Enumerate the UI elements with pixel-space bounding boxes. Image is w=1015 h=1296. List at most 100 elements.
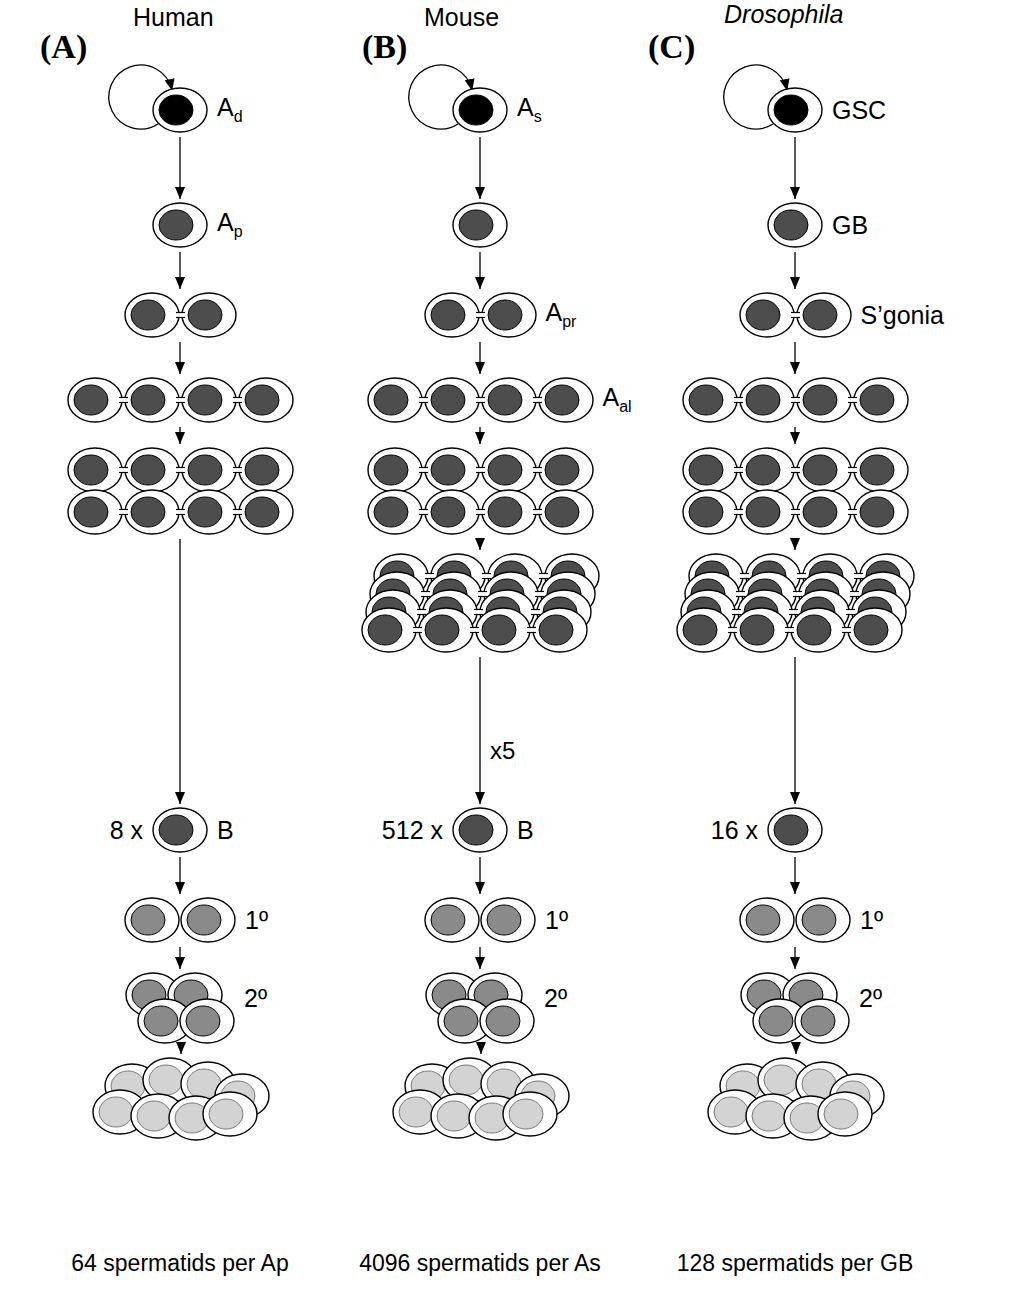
stage-label: 2º	[544, 986, 567, 1011]
cell-drawing	[123, 291, 238, 339]
cell-drawing	[451, 86, 509, 134]
stage-label: GSC	[832, 98, 886, 123]
stage-label: Aal	[603, 385, 632, 415]
cell-stage	[391, 1056, 571, 1142]
arrow	[479, 137, 480, 199]
stage-label: As	[517, 95, 542, 125]
species-name: Mouse	[424, 5, 499, 30]
cell-stage	[66, 376, 295, 424]
species-name: Human	[133, 5, 214, 30]
stage-label: 8 x	[110, 818, 143, 843]
cell-stage: As	[451, 86, 509, 134]
cell-drawing	[391, 1056, 571, 1142]
cell-drawing	[766, 806, 824, 854]
arrow	[179, 947, 180, 969]
cell-stage	[681, 446, 910, 536]
stage-label: 2º	[859, 986, 882, 1011]
panel-letter: (A)	[40, 30, 87, 64]
arrow	[479, 947, 480, 969]
cell-stage: 1º	[123, 896, 237, 944]
cell-drawing	[151, 86, 209, 134]
arrow	[795, 1048, 796, 1054]
cell-stage	[123, 291, 238, 339]
cell-stage: 1º	[738, 896, 852, 944]
cell-stage: Apr	[423, 291, 538, 339]
cell-stage: S’gonia	[738, 291, 853, 339]
arrow	[479, 427, 480, 444]
cell-drawing	[675, 552, 916, 654]
cell-stage	[366, 446, 595, 536]
cell-drawing	[766, 201, 824, 249]
arrow	[479, 539, 480, 550]
cell-drawing	[739, 971, 851, 1045]
arrow	[794, 857, 795, 894]
arrow	[179, 857, 180, 894]
cell-drawing	[451, 806, 509, 854]
cell-drawing	[681, 446, 910, 536]
arrow	[179, 137, 180, 199]
stage-label: Ad	[217, 95, 243, 125]
cell-drawing	[360, 552, 601, 654]
cell-drawing	[366, 446, 595, 536]
cell-drawing	[706, 1056, 886, 1142]
stage-label: S’gonia	[861, 303, 944, 328]
cell-stage: Aal	[366, 376, 595, 424]
stage-label: 1º	[545, 908, 568, 933]
cell-stage: 1º	[423, 896, 537, 944]
arrow	[794, 427, 795, 444]
cell-stage: 2º	[124, 971, 236, 1045]
arrow	[794, 947, 795, 969]
arrow	[179, 342, 180, 374]
cell-stage: 512 xB	[451, 806, 509, 854]
cell-drawing	[681, 376, 910, 424]
cell-stage	[66, 446, 295, 536]
cell-stage: Ap	[151, 201, 209, 249]
cell-stage: 2º	[424, 971, 536, 1045]
arrow	[794, 539, 795, 550]
cell-stage: 16 x	[766, 806, 824, 854]
cell-drawing	[738, 896, 852, 944]
yield-note: 64 spermatids per Ap	[71, 1252, 288, 1275]
cell-stage: GB	[766, 201, 824, 249]
cell-drawing	[66, 446, 295, 536]
stage-label: 2º	[244, 986, 267, 1011]
panel-letter: (C)	[648, 30, 695, 64]
arrow	[794, 657, 795, 804]
cell-drawing	[424, 971, 536, 1045]
yield-note: 128 spermatids per GB	[677, 1252, 914, 1275]
cell-drawing	[423, 896, 537, 944]
stage-label: GB	[832, 213, 868, 238]
stage-label: B	[517, 818, 534, 843]
arrow	[179, 427, 180, 444]
panel-letter: (B)	[362, 30, 407, 64]
cell-drawing	[124, 971, 236, 1045]
cell-stage	[360, 552, 601, 654]
arrow	[179, 539, 180, 804]
arrow	[180, 1048, 181, 1054]
stage-label: Apr	[546, 300, 577, 330]
cell-stage	[91, 1056, 271, 1142]
cell-drawing	[766, 86, 824, 134]
arrow	[794, 342, 795, 374]
arrow	[479, 252, 480, 289]
arrow	[480, 1048, 481, 1054]
arrow	[794, 137, 795, 199]
cell-drawing	[91, 1056, 271, 1142]
cell-drawing	[66, 376, 295, 424]
cell-stage: 8 xB	[151, 806, 209, 854]
cell-stage: GSC	[766, 86, 824, 134]
stage-label: B	[217, 818, 234, 843]
cell-stage	[706, 1056, 886, 1142]
stage-label: 16 x	[711, 818, 758, 843]
cell-drawing	[423, 291, 538, 339]
species-name: Drosophila	[724, 2, 844, 27]
cell-stage: Ad	[151, 86, 209, 134]
stage-label: 512 x	[382, 818, 443, 843]
cell-stage	[681, 376, 910, 424]
edge-label: x5	[488, 739, 517, 763]
cell-drawing	[151, 201, 209, 249]
stage-label: 1º	[245, 908, 268, 933]
cell-stage	[675, 552, 916, 654]
yield-note: 4096 spermatids per As	[359, 1252, 601, 1275]
cell-stage: 2º	[739, 971, 851, 1045]
